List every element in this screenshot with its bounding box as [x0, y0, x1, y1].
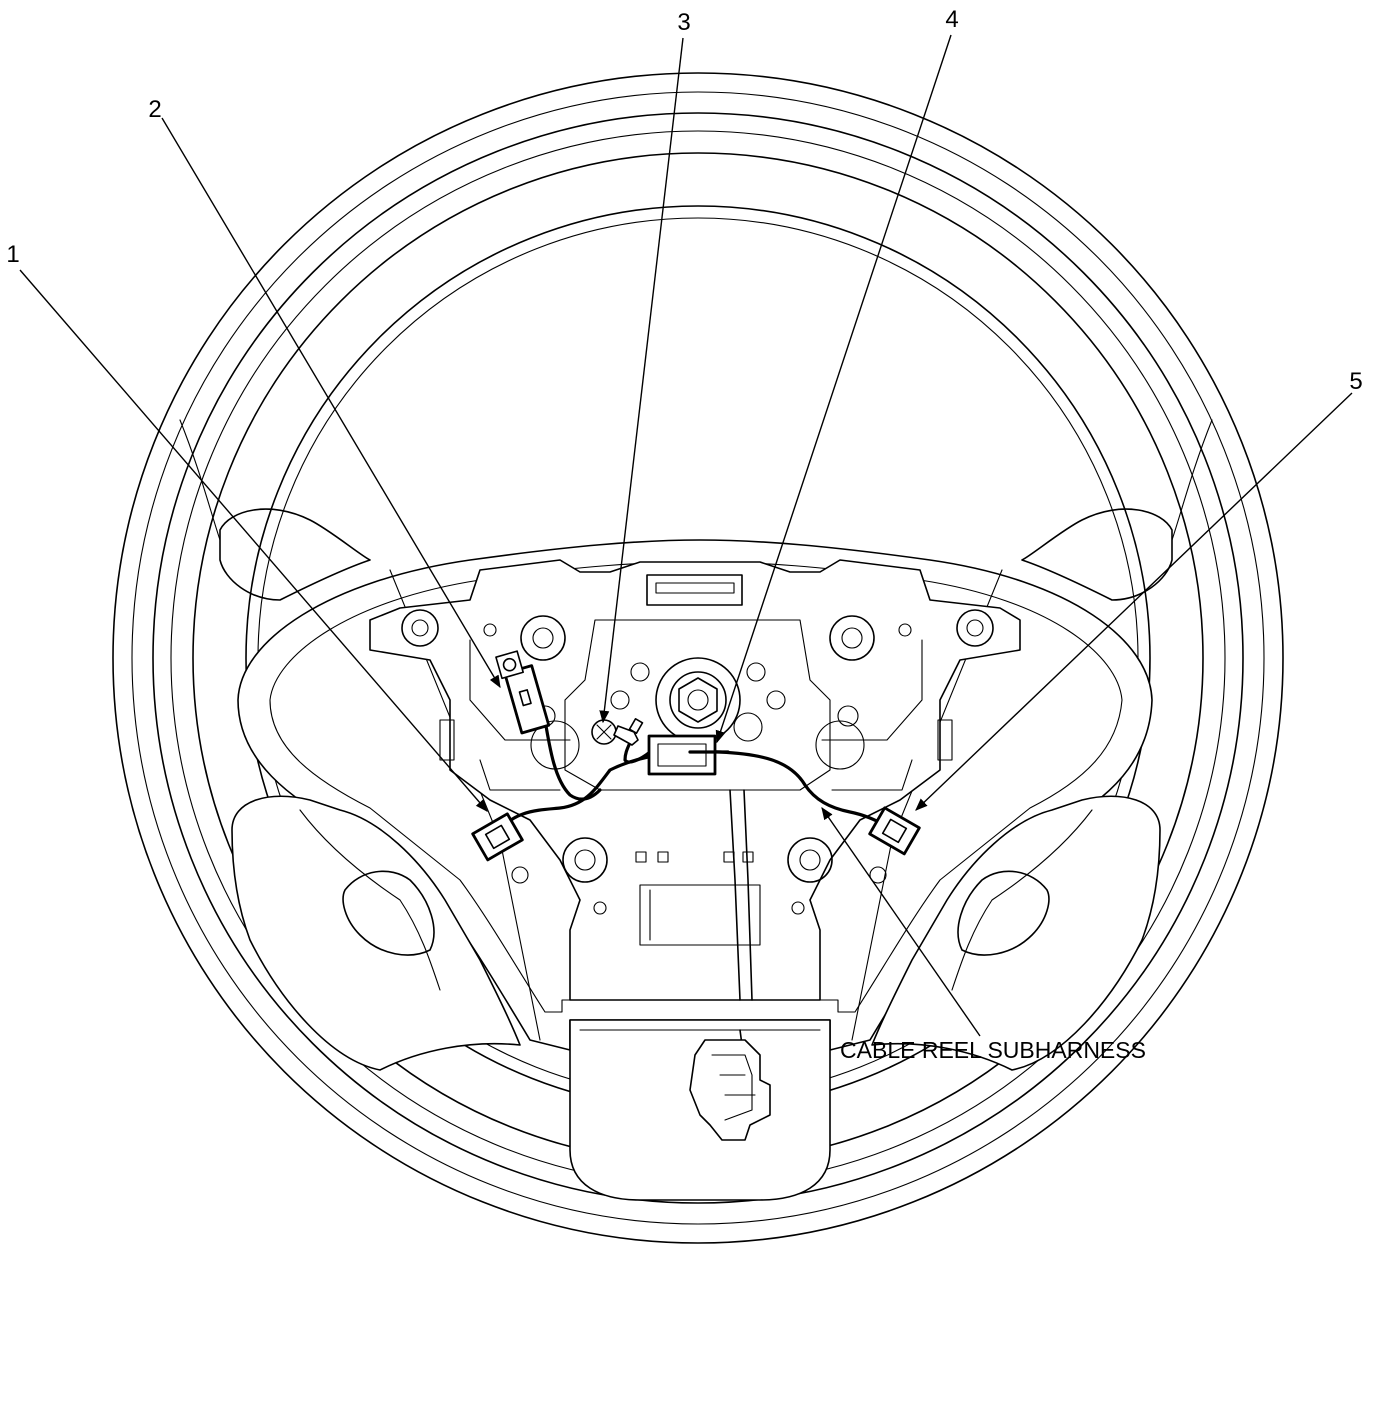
bottom-connector: [689, 1029, 771, 1141]
callout-4: 4: [945, 6, 958, 33]
left-airbag-connector: [471, 812, 524, 862]
callout-1: 1: [6, 241, 19, 268]
leader-line-3: [599, 37, 684, 724]
leader-line-cable-reel: [821, 806, 981, 1037]
leader-line-4: [715, 34, 952, 744]
cable-reel-connector: [647, 734, 730, 776]
leader-line-2: [161, 117, 501, 689]
leader-line-5: [915, 392, 1353, 811]
leader-line-1: [19, 269, 488, 812]
cable-reel-subharness-label: CABLE REEL SUBHARNESS: [840, 1037, 1146, 1063]
callout-5: 5: [1349, 368, 1362, 395]
callout-2: 2: [148, 96, 161, 123]
callout-3: 3: [677, 9, 690, 36]
callout-labels: 1 2 3 4 5 CABLE REEL SUBHARNESS: [6, 6, 1362, 1063]
harness-connector-2: [495, 650, 551, 735]
right-airbag-connector: [868, 806, 921, 856]
leader-lines: [19, 34, 1353, 1037]
